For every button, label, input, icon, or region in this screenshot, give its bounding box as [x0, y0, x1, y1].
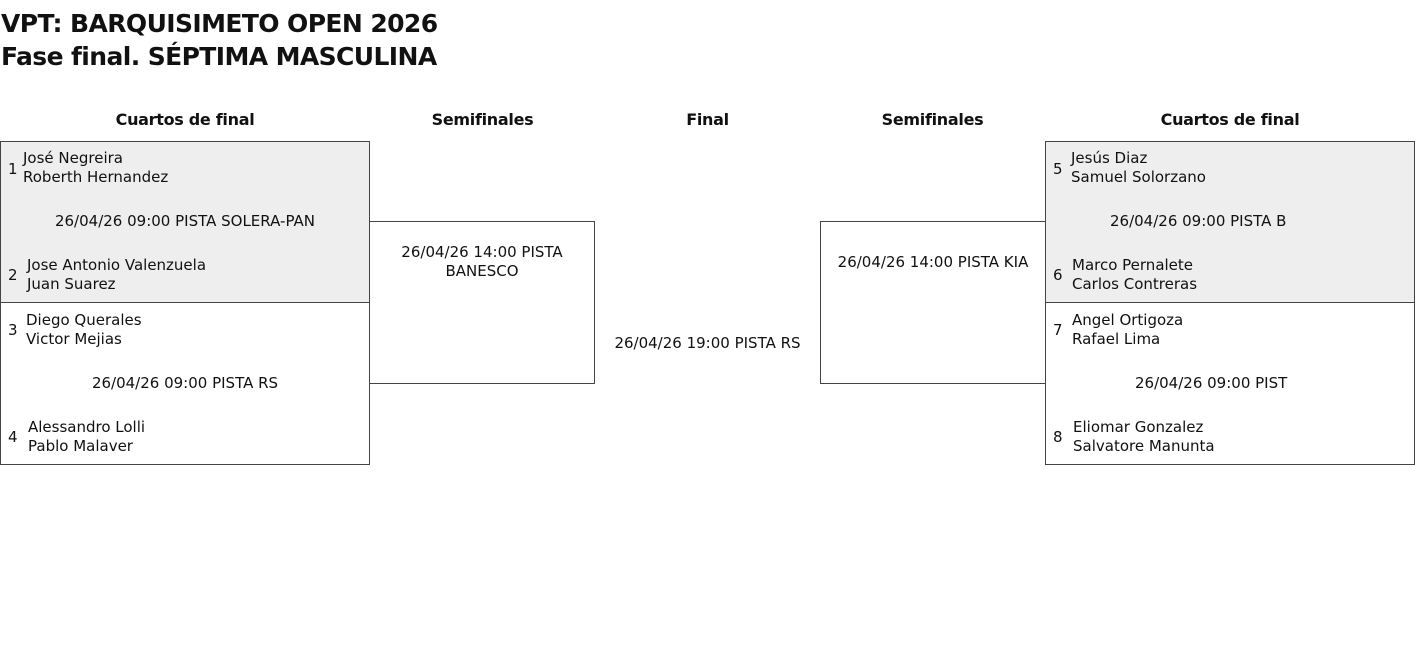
team-players-top: Jesús Diaz Samuel Solorzano	[1071, 149, 1206, 187]
match-card-right-quarterfinal-2[interactable]: 7 Angel Ortigoza Rafael Lima 26/04/26 09…	[1045, 302, 1415, 465]
player-name: Jesús Diaz	[1071, 149, 1148, 167]
player-name: Samuel Solorzano	[1071, 168, 1206, 186]
player-name: Diego Querales	[26, 311, 142, 329]
match-schedule: 26/04/26 09:00 PISTA B	[1110, 212, 1287, 230]
player-name: Juan Suarez	[27, 275, 116, 293]
page-title: VPT: BARQUISIMETO OPEN 2026	[1, 9, 438, 38]
seed-number: 3	[8, 321, 18, 339]
player-name: Marco Pernalete	[1072, 256, 1194, 274]
seed-number: 8	[1053, 428, 1063, 446]
page-subtitle: Fase final. SÉPTIMA MASCULINA	[1, 42, 437, 71]
player-name: Alessandro Lolli	[28, 418, 146, 436]
seed-number: 5	[1053, 160, 1063, 178]
round-header-right-semifinals: Semifinales	[881, 110, 984, 129]
match-schedule: 26/04/26 14:00 PISTA BANESCO	[401, 243, 563, 280]
match-schedule: 26/04/26 09:00 PISTA RS	[91, 374, 279, 392]
team-players-top: Angel Ortigoza Rafael Lima	[1072, 311, 1183, 349]
match-schedule: 26/04/26 09:00 PISTA SOLERA-PAN	[54, 212, 316, 230]
team-players-bottom: Marco Pernalete Carlos Contreras	[1072, 256, 1197, 294]
match-card-left-quarterfinal-2[interactable]: 3 Diego Querales Victor Mejias 26/04/26 …	[0, 302, 370, 465]
round-header-left-semifinals: Semifinales	[431, 110, 534, 129]
player-name: Carlos Contreras	[1072, 275, 1198, 293]
round-header-right-quarterfinals: Cuartos de final	[1160, 110, 1300, 129]
player-name: Jose Antonio Valenzuela	[27, 256, 207, 274]
seed-number: 4	[8, 428, 18, 446]
seed-number: 6	[1053, 266, 1063, 284]
team-players-top: Diego Querales Victor Mejias	[26, 311, 142, 349]
match-schedule: 26/04/26 09:00 PIST	[1135, 374, 1288, 392]
team-players-bottom: Alessandro Lolli Pablo Malaver	[28, 418, 145, 456]
team-players-bottom: Eliomar Gonzalez Salvatore Manunta	[1073, 418, 1215, 456]
player-name: Angel Ortigoza	[1072, 311, 1184, 329]
seed-number: 7	[1053, 321, 1063, 339]
match-card-right-semifinal[interactable]: 26/04/26 14:00 PISTA KIA	[820, 221, 1046, 384]
right-quarterfinals-region: 5 Jesús Diaz Samuel Solorzano 26/04/26 0…	[1045, 100, 1415, 500]
player-name: Rafael Lima	[1072, 330, 1161, 348]
round-header-left-quarterfinals: Cuartos de final	[115, 110, 255, 129]
player-name: Salvatore Manunta	[1073, 437, 1215, 455]
team-players-bottom: Jose Antonio Valenzuela Juan Suarez	[27, 256, 206, 294]
match-card-left-semifinal[interactable]: 26/04/26 14:00 PISTA BANESCO	[369, 221, 595, 384]
player-name: José Negreira	[23, 149, 123, 167]
player-name: Roberth Hernandez	[23, 168, 169, 186]
match-card-left-quarterfinal-1[interactable]: 1 José Negreira Roberth Hernandez 26/04/…	[0, 141, 370, 303]
seed-number: 2	[8, 266, 18, 284]
seed-number: 1	[8, 160, 18, 178]
team-players-top: José Negreira Roberth Hernandez	[23, 149, 168, 187]
player-name: Victor Mejias	[26, 330, 122, 348]
match-schedule-final[interactable]: 26/04/26 19:00 PISTA RS	[614, 334, 801, 352]
round-header-final: Final	[686, 110, 729, 129]
match-schedule: 26/04/26 14:00 PISTA KIA	[837, 253, 1029, 271]
match-card-right-quarterfinal-1[interactable]: 5 Jesús Diaz Samuel Solorzano 26/04/26 0…	[1045, 141, 1415, 303]
player-name: Pablo Malaver	[28, 437, 133, 455]
player-name: Eliomar Gonzalez	[1073, 418, 1204, 436]
